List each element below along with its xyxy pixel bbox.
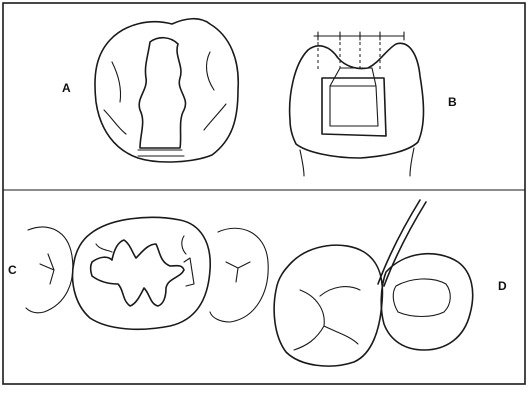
panel-d-tooth-left <box>274 245 382 366</box>
panel-d-drawing <box>274 200 473 366</box>
panel-a-drawing <box>95 19 238 162</box>
panel-a-tooth-outline <box>95 19 238 162</box>
panel-label-d: D <box>498 280 507 292</box>
panel-c-margin <box>184 258 194 286</box>
panel-b-drawing <box>290 32 424 176</box>
panel-a-groove-3 <box>104 110 126 134</box>
panel-label-b: B <box>448 96 457 108</box>
panel-d-tooth-right <box>381 254 472 350</box>
panel-c-adjacent-left <box>26 227 73 313</box>
panel-a-margin <box>138 150 184 156</box>
panel-c-adjacent-right-groove <box>226 262 250 282</box>
panel-c-adjacent-right <box>210 228 268 322</box>
panel-a-cavity-outline <box>139 38 185 148</box>
panel-c-adjacent-left-groove <box>40 254 54 284</box>
panel-label-c: C <box>8 264 17 276</box>
panel-label-a: A <box>62 82 71 94</box>
panel-b-box-wall <box>330 68 376 86</box>
panel-b-box-inner <box>330 86 378 126</box>
panel-d-cavity <box>393 279 450 317</box>
panel-c-groove <box>96 236 186 254</box>
panel-c-tooth-outline <box>73 217 211 329</box>
panel-d-tooth-left-groove <box>294 287 360 350</box>
panel-a-groove-4 <box>204 104 226 130</box>
panel-b-tooth-outline <box>290 43 424 158</box>
panel-b-dim-arrows <box>314 32 404 40</box>
panel-a-groove-1 <box>112 62 121 102</box>
panel-a-groove-2 <box>207 52 214 90</box>
panel-c-drawing <box>26 217 268 329</box>
figure-border <box>3 3 525 384</box>
